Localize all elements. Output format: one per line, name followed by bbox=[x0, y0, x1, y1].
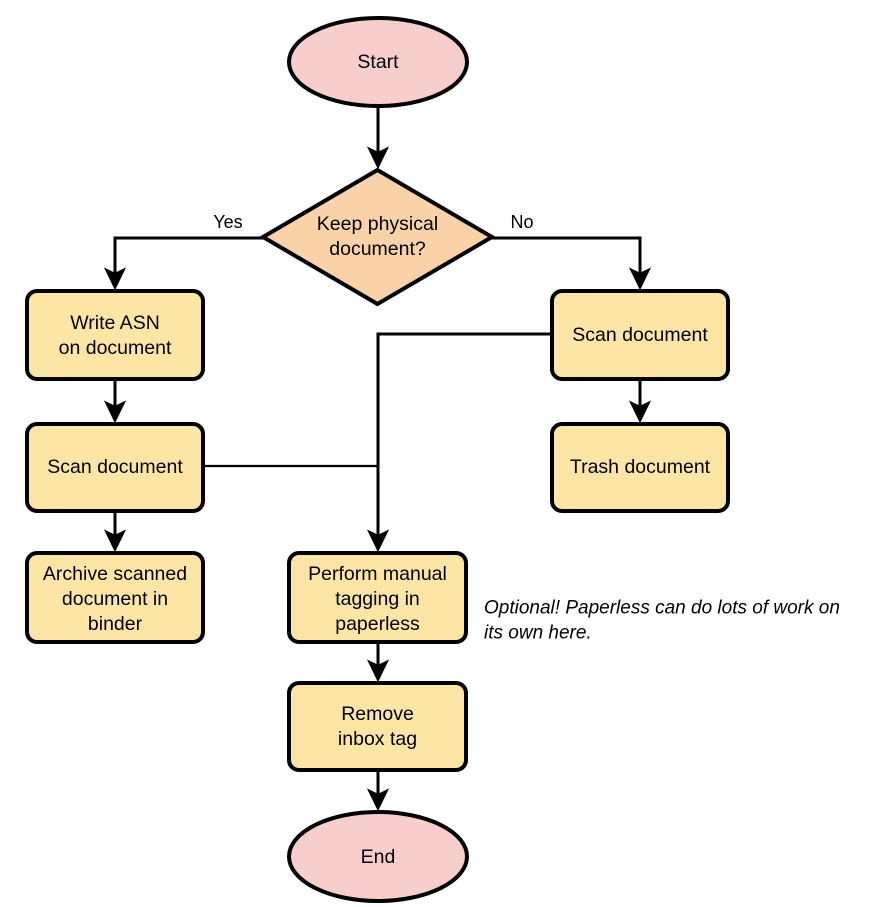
node-keep-physical-document[interactable]: Keep physical document? bbox=[259, 167, 496, 307]
edge-decision-no bbox=[492, 236, 652, 291]
manual-tagging-label-line-1: Perform manual bbox=[308, 563, 447, 585]
archive-binder-label-line-2: document in bbox=[62, 588, 168, 610]
node-scan-document-right[interactable]: Scan document bbox=[550, 289, 730, 381]
optional-note: Optional! Paperless can do lots of work … bbox=[484, 598, 840, 644]
manual-tagging-box bbox=[287, 551, 468, 644]
node-archive-binder[interactable]: Archive scanned document in binder bbox=[25, 551, 205, 644]
archive-binder-box bbox=[25, 551, 205, 644]
remove-inbox-tag-label-line-1: Remove bbox=[341, 703, 414, 725]
scan-document-right-label: Scan document bbox=[572, 324, 708, 346]
scan-document-right-box bbox=[550, 289, 730, 381]
node-manual-tagging[interactable]: Perform manual tagging in paperless bbox=[287, 551, 468, 644]
manual-tagging-label-line-3: paperless bbox=[335, 613, 420, 635]
scan-document-left-label: Scan document bbox=[47, 456, 183, 478]
connector-layer bbox=[103, 106, 652, 812]
remove-inbox-tag-box bbox=[287, 681, 468, 772]
start-ellipse bbox=[287, 16, 469, 108]
edge-label-yes: Yes bbox=[213, 212, 242, 232]
end-ellipse bbox=[287, 810, 469, 903]
manual-tagging-label-line-2: tagging in bbox=[335, 588, 420, 610]
node-start[interactable]: Start bbox=[287, 16, 469, 108]
archive-binder-label-line-3: binder bbox=[88, 613, 143, 635]
node-end[interactable]: End bbox=[287, 810, 469, 903]
write-asn-label-line-2: on document bbox=[59, 337, 172, 359]
decision-label-line-2: document? bbox=[329, 238, 426, 260]
edge-scanright-to-tagging bbox=[366, 332, 552, 553]
write-asn-box bbox=[25, 289, 205, 381]
decision-label-line-1: Keep physical bbox=[317, 213, 438, 235]
remove-inbox-tag-label-line-2: inbox tag bbox=[338, 728, 417, 750]
node-write-asn[interactable]: Write ASN on document bbox=[25, 289, 205, 381]
archive-binder-label-line-1: Archive scanned bbox=[43, 563, 187, 585]
node-scan-document-left[interactable]: Scan document bbox=[25, 422, 205, 513]
edge-decision-yes bbox=[103, 236, 263, 291]
optional-note-line-2: its own here. bbox=[484, 623, 592, 644]
write-asn-label-line-1: Write ASN bbox=[70, 312, 160, 334]
optional-note-line-1: Optional! Paperless can do lots of work … bbox=[484, 598, 840, 619]
edge-label-no: No bbox=[510, 212, 533, 232]
start-label: Start bbox=[357, 51, 399, 73]
node-remove-inbox-tag[interactable]: Remove inbox tag bbox=[287, 681, 468, 772]
trash-document-box bbox=[550, 422, 730, 513]
end-label: End bbox=[361, 846, 396, 868]
scan-document-left-box bbox=[25, 422, 205, 513]
decision-diamond bbox=[259, 167, 496, 307]
trash-document-label: Trash document bbox=[570, 456, 711, 478]
node-trash-document[interactable]: Trash document bbox=[550, 422, 730, 513]
